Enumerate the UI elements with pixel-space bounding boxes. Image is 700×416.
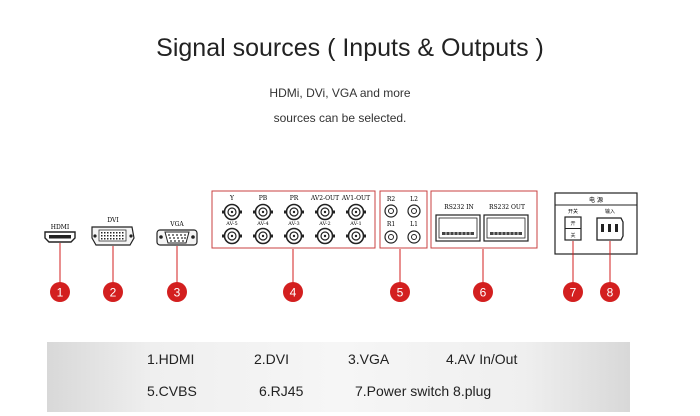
cvbs-label: L1 <box>410 221 418 228</box>
hdmi-label: HDMI <box>51 224 70 231</box>
cvbs-frame <box>379 190 428 249</box>
bnc-connector <box>284 203 304 221</box>
bnc-connector <box>222 203 242 221</box>
badge-3: 3 <box>167 282 187 302</box>
power-frame <box>554 192 638 255</box>
svg-text:1: 1 <box>57 286 64 300</box>
badge-7: 7 <box>563 282 583 302</box>
power-switch: 开关 开 关 <box>564 208 582 241</box>
page-title: Signal sources ( Inputs & Outputs ) <box>156 34 544 62</box>
av-bottom-label: AV-4 <box>256 221 268 227</box>
cvbs-label: L2 <box>410 196 418 203</box>
svg-text:6: 6 <box>480 286 487 300</box>
av-top-label: AV1-OUT <box>341 195 370 202</box>
av-bottom-label: AV-1 <box>349 221 361 227</box>
legend-panel: 1.HDMI 2.DVI 3.VGA 4.AV In/Out 5.CVBS 6.… <box>47 342 630 412</box>
badge-5: 5 <box>390 282 410 302</box>
bnc-connector <box>222 227 242 245</box>
cvbs-label: R1 <box>387 221 395 228</box>
subtitle-line-1: HDMi, DVi, VGA and more <box>269 86 411 100</box>
av-top-label: Y <box>229 195 235 202</box>
power-switch-label: 开关 <box>568 208 578 215</box>
subtitle-line-2: sources can be selected. <box>273 111 407 125</box>
hdmi-port: HDMI <box>44 224 76 243</box>
vga-label: VGA <box>169 221 184 228</box>
bnc-connector <box>346 203 366 221</box>
power-header: 电 源 <box>589 196 603 204</box>
bnc-connector <box>315 227 335 245</box>
svg-text:7: 7 <box>570 286 577 300</box>
av-bottom-label: AV-5 <box>225 221 237 227</box>
bnc-connector <box>253 203 273 221</box>
rj45-frame <box>430 190 538 249</box>
bnc-connector <box>253 227 273 245</box>
power-plug: 输入 <box>596 208 624 241</box>
av-bottom-label: AV-3 <box>287 221 299 227</box>
rj45-ports: RS232 IN RS232 OUT <box>435 204 529 242</box>
dvi-label: DVI <box>107 217 119 224</box>
vga-port: VGA <box>156 221 198 246</box>
cvbs-ports: R2 L2 R1 L1 <box>384 196 421 244</box>
cvbs-label: R2 <box>387 196 396 203</box>
svg-text:8: 8 <box>607 286 614 300</box>
badge-2: 2 <box>103 282 123 302</box>
av-top-label: PR <box>290 195 299 202</box>
badge-8: 8 <box>600 282 620 302</box>
av-bottom-label: AV-2 <box>318 221 330 227</box>
av-frame <box>211 190 376 249</box>
svg-text:2: 2 <box>110 286 117 300</box>
av-top-label: AV2-OUT <box>310 195 339 202</box>
dvi-port: DVI <box>91 217 135 246</box>
av-ports: Y PB PR AV2-OUT AV1-OUT AV-5 AV-4 AV-3 A… <box>222 195 370 245</box>
legend-vga: 3.VGA <box>348 351 390 367</box>
svg-text:4: 4 <box>290 286 297 300</box>
badge-6: 6 <box>473 282 493 302</box>
legend-dvi: 2.DVI <box>254 351 290 367</box>
legend-rj45: 6.RJ45 <box>259 383 304 399</box>
legend-av: 4.AV In/Out <box>446 351 518 367</box>
rj45-label: RS232 OUT <box>489 204 525 211</box>
svg-text:3: 3 <box>174 286 181 300</box>
legend-power: 7.Power switch 8.plug <box>355 383 492 399</box>
ports-diagram: HDMI DVI VGA Y PB PR A <box>44 190 638 302</box>
legend-cvbs: 5.CVBS <box>147 383 197 399</box>
bnc-connector <box>346 227 366 245</box>
svg-text:开: 开 <box>570 221 575 227</box>
rj45-label: RS232 IN <box>444 204 474 211</box>
bnc-connector <box>284 227 304 245</box>
svg-text:关: 关 <box>570 232 575 239</box>
power-plug-label: 输入 <box>605 208 615 215</box>
av-top-label: PB <box>259 195 268 202</box>
badge-1: 1 <box>50 282 70 302</box>
bnc-connector <box>315 203 335 221</box>
svg-text:5: 5 <box>397 286 404 300</box>
badge-4: 4 <box>283 282 303 302</box>
legend-hdmi: 1.HDMI <box>147 351 195 367</box>
